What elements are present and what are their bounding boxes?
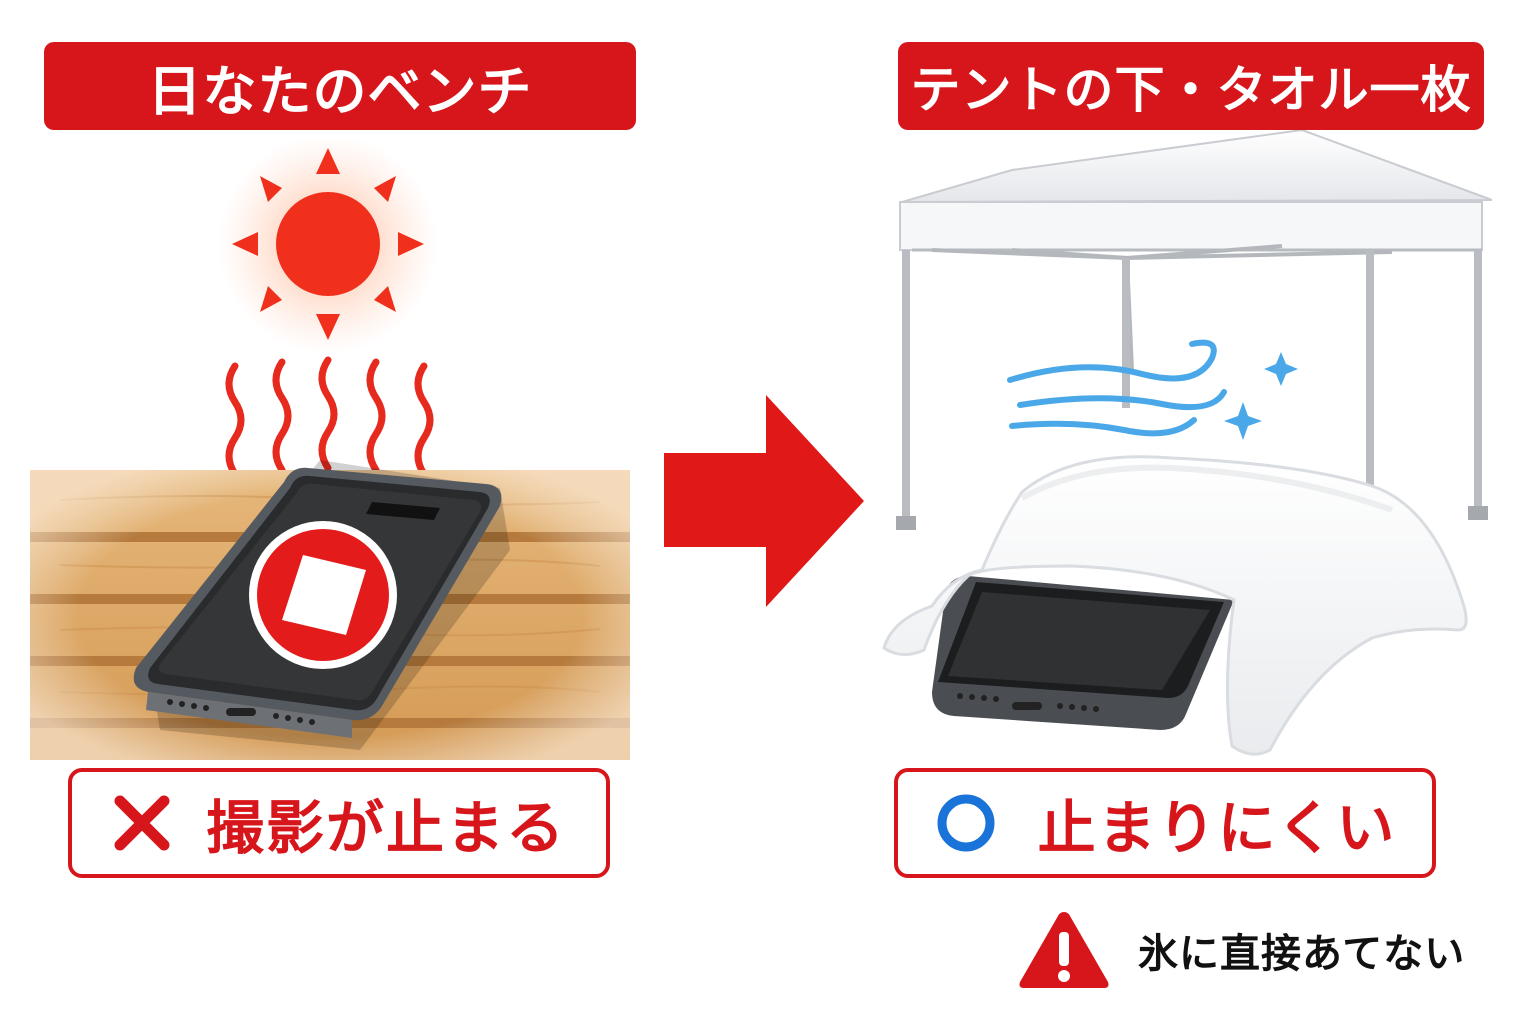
warning-note: 氷に直接あてない (1016, 900, 1516, 1000)
circle-mark-icon (937, 794, 995, 852)
heat-waves-icon (225, 356, 434, 478)
cooled-phone (932, 576, 1234, 730)
right-result-box: 止まりにくい (894, 768, 1436, 878)
right-result-text: 止まりにくい (1037, 794, 1397, 862)
right-title: テントの下・タオル一枚 (910, 61, 1472, 119)
sparkle-icon (1224, 352, 1298, 440)
overheated-phone (133, 460, 510, 750)
hot-bench-illustration (30, 140, 630, 760)
cross-mark-icon (114, 795, 170, 851)
stop-icon (249, 521, 397, 669)
left-title: 日なたのベンチ (147, 59, 533, 123)
sun-icon (218, 140, 438, 354)
left-result-box: 撮影が止まる (68, 768, 610, 878)
wind-icon (1007, 339, 1227, 437)
tent-towel-illustration (882, 130, 1492, 756)
warning-text: 氷に直接あてない (1138, 931, 1466, 977)
warning-triangle-icon (1019, 912, 1109, 988)
tent-canopy (896, 130, 1492, 530)
right-title-banner: テントの下・タオル一枚 (898, 42, 1484, 130)
towel (882, 455, 1468, 756)
right-arrow-icon (664, 395, 864, 607)
left-title-banner: 日なたのベンチ (44, 42, 636, 130)
left-result-text: 撮影が止まる (205, 794, 566, 862)
